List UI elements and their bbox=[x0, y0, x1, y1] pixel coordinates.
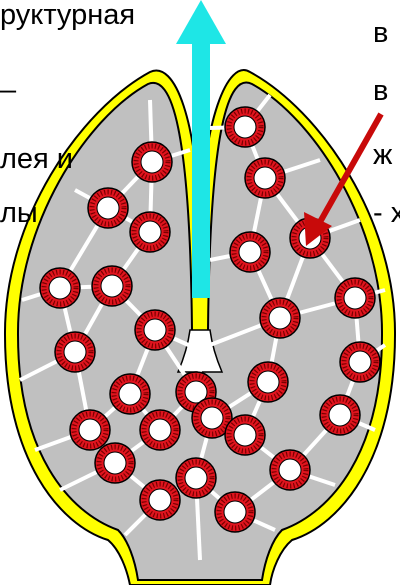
secretory-cell bbox=[225, 415, 265, 455]
secretory-cell bbox=[340, 342, 380, 382]
secretory-cell bbox=[40, 268, 80, 308]
secretory-cell bbox=[140, 410, 180, 450]
right-caption-line1: в bbox=[373, 18, 388, 48]
secretory-cell bbox=[176, 458, 216, 498]
secretory-cell bbox=[335, 278, 375, 318]
left-caption-line1: руктурная bbox=[0, 0, 135, 30]
secretory-cell bbox=[70, 410, 110, 450]
secretory-cell bbox=[88, 188, 128, 228]
left-caption-line3: лея и bbox=[0, 144, 73, 174]
secretory-cell bbox=[130, 212, 170, 252]
secretory-cell bbox=[320, 395, 360, 435]
secretory-cell bbox=[132, 142, 172, 182]
secretory-cell bbox=[140, 480, 180, 520]
secretory-cell bbox=[95, 443, 135, 483]
left-caption-line4: лы bbox=[0, 198, 38, 228]
secretory-cell bbox=[225, 107, 265, 147]
secretory-cell bbox=[260, 298, 300, 338]
right-caption-line3: ж bbox=[373, 140, 392, 170]
left-caption-line2: – bbox=[0, 75, 16, 105]
secretory-cell bbox=[248, 362, 288, 402]
secretory-cell bbox=[92, 266, 132, 306]
secretory-cell bbox=[230, 232, 270, 272]
secretory-cell bbox=[135, 310, 175, 350]
secretory-cell bbox=[55, 332, 95, 372]
secretory-cell bbox=[110, 374, 150, 414]
secretory-cell bbox=[215, 492, 255, 532]
secretory-cell bbox=[270, 450, 310, 490]
right-caption-line4: - х bbox=[373, 198, 400, 228]
secretory-cell bbox=[245, 158, 285, 198]
right-caption-line2: в bbox=[373, 76, 388, 106]
